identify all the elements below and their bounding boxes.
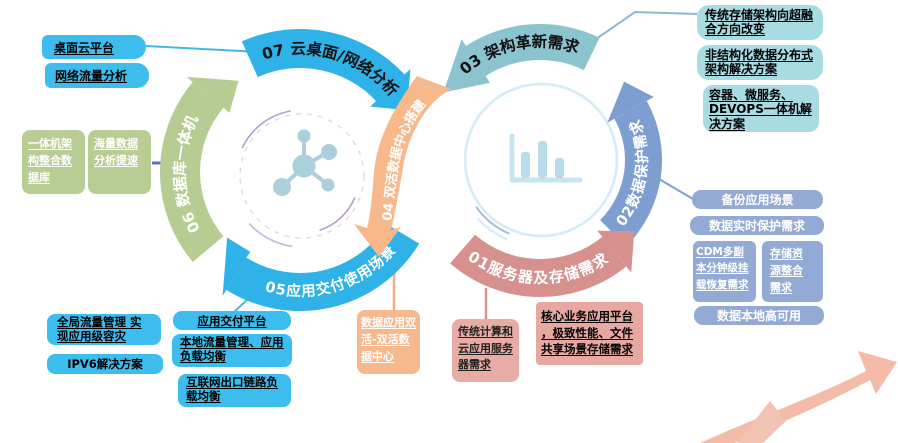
box-backup-label: 备份应用场景: [721, 193, 794, 207]
left-ring-dashed-circle: [239, 113, 365, 239]
box-storage-integration: 存储资源整合需求: [762, 241, 823, 302]
box-desktop-cloud: 桌面云平台: [42, 35, 146, 59]
decor-arc-1: [319, 197, 356, 231]
box-appliance-arch: 一体机架构整合数据库: [22, 130, 85, 194]
box-traditional-compute: 传统计算和云应用服务器需求: [452, 319, 519, 382]
box-dual-active-label: 数据应用双活-双活数据中心: [361, 316, 416, 364]
arc-a01: [450, 234, 627, 297]
box-realtime-protect: 数据实时保护需求: [690, 216, 824, 235]
arc-a01-arrowhead: [597, 230, 635, 273]
decor-arc-0: [241, 110, 291, 149]
box-backup: 备份应用场景: [692, 190, 823, 209]
arc-a06-arrowhead: [186, 76, 239, 113]
box-core-business-label: 核心业务应用平台，极致性能、文件共享场景存储需求: [541, 309, 633, 357]
decorative-swoosh-wing: [737, 401, 786, 443]
box-ipv6: IPV6解决方案: [47, 354, 163, 374]
box-cdm-label: CDM多副本分钟级挂载恢复需求: [696, 246, 749, 291]
box-local-ha-label: 数据本地高可用: [716, 309, 801, 323]
decor-arc-3: [475, 206, 510, 235]
bar-chart-icon: [509, 133, 583, 183]
box-massive-data: 海量数据分析提速: [88, 130, 151, 194]
arc-a07: [241, 28, 405, 102]
box-dual-active: 数据应用双活-双活数据中心: [357, 310, 420, 374]
box-global-traffic-label: 全局流量管理 实现应用级容灾: [57, 315, 142, 343]
box-container: 容器、微服务、DEVOPS一体机解决方案: [703, 85, 819, 132]
box-core-business: 核心业务应用平台，极致性能、文件共享场景存储需求: [536, 302, 643, 365]
arc-a03: [465, 23, 600, 77]
box-network-traffic: 网络流量分析: [45, 63, 149, 88]
right-ring-circle: [463, 82, 619, 238]
box-internet-link: 互联网出口链路负载均衡: [178, 374, 291, 407]
decor-arc-2: [248, 222, 293, 248]
decor-arc-4: [476, 217, 508, 241]
box-realtime-protect-label: 数据实时保护需求: [708, 219, 805, 233]
arc-a03-arrowhead: [443, 39, 490, 93]
box-massive-data-label: 海量数据分析提速: [94, 137, 138, 168]
arc-a06: [159, 82, 224, 262]
arc-a04: [354, 76, 451, 257]
connector-arch-revolution: [585, 10, 698, 47]
box-internet-link-label: 互联网出口链路负载均衡: [186, 375, 278, 403]
arc-a02: [600, 100, 662, 247]
box-local-traffic-label: 本地流量管理、应用负载均衡: [180, 335, 284, 363]
box-global-traffic: 全局流量管理 实现应用级容灾: [47, 314, 161, 345]
box-ipv6-label: IPV6解决方案: [67, 357, 143, 371]
box-container-label: 容器、微服务、DEVOPS一体机解决方案: [709, 88, 812, 131]
arc-a05-arrowhead: [222, 237, 251, 296]
network-cluster-icon: [273, 129, 337, 196]
box-traditional-compute-label: 传统计算和云应用服务器需求: [458, 325, 513, 371]
box-local-traffic: 本地流量管理、应用负载均衡: [172, 334, 292, 367]
arc-a02-arrowhead: [607, 81, 654, 123]
decorative-swoosh: [700, 351, 897, 443]
box-appliance-arch-label: 一体机架构整合数据库: [28, 137, 72, 185]
box-app-delivery: 应用交付平台: [173, 311, 291, 330]
box-unstructured-label: 非结构化数据分布式架构解决方案: [705, 48, 814, 77]
box-storage-hci: 传统存储架构向超融合方向改变: [697, 5, 823, 40]
box-storage-integration-label: 存储资源整合需求: [770, 247, 803, 295]
box-cdm: CDM多副本分钟级挂载恢复需求: [693, 241, 756, 302]
box-app-delivery-label: 应用交付平台: [197, 313, 267, 328]
box-local-ha: 数据本地高可用: [694, 306, 824, 325]
box-storage-hci-label: 传统存储架构向超融合方向改变: [705, 8, 814, 37]
box-network-traffic-label: 网络流量分析: [55, 69, 128, 83]
connector-desktop-cloud: [145, 45, 260, 53]
box-unstructured: 非结构化数据分布式架构解决方案: [697, 45, 823, 80]
arc-a07-arrowhead: [370, 69, 411, 111]
connector-backup: [658, 178, 694, 200]
box-desktop-cloud-label: 桌面云平台: [54, 41, 115, 55]
